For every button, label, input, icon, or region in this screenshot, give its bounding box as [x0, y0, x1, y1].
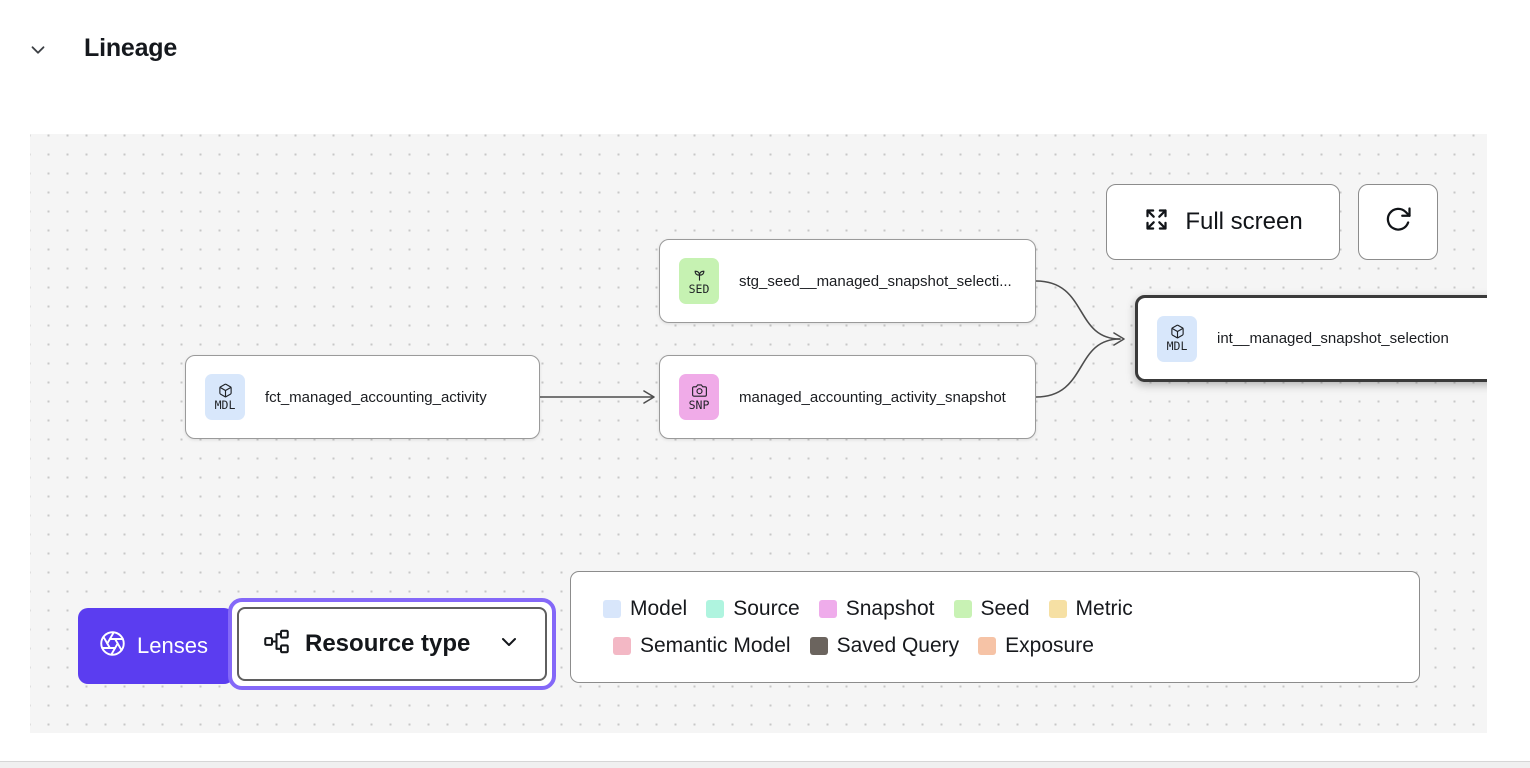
node-label: stg_seed__managed_snapshot_selecti...: [739, 273, 1012, 290]
snapshot-resource-badge: SNP: [679, 374, 719, 420]
refresh-button[interactable]: [1358, 184, 1438, 260]
resource-abbr: MDL: [215, 399, 236, 412]
legend-swatch: [706, 600, 724, 618]
legend-label: Source: [733, 597, 800, 621]
legend-row-2: Semantic Model Saved Query Exposure: [603, 634, 1387, 658]
model-resource-badge: MDL: [1157, 316, 1197, 362]
node-int-managed-snapshot-selection[interactable]: MDL int__managed_snapshot_selection: [1135, 295, 1487, 382]
resource-type-dropdown[interactable]: Resource type: [237, 607, 547, 681]
expand-arrows-icon: [1143, 206, 1170, 238]
node-label: int__managed_snapshot_selection: [1217, 330, 1449, 347]
aperture-icon: [99, 630, 126, 662]
legend-label: Saved Query: [837, 634, 960, 658]
edge-fct-to-snapshot-arrowhead: [644, 391, 654, 403]
fullscreen-button[interactable]: Full screen: [1106, 184, 1340, 260]
legend-swatch: [613, 637, 631, 655]
edge-seed-to-int: [1036, 281, 1120, 339]
resource-type-legend: Model Source Snapshot Seed Metric Semant…: [570, 571, 1420, 683]
camera-icon: [692, 383, 707, 398]
model-resource-badge: MDL: [205, 374, 245, 420]
resource-abbr: SNP: [689, 399, 710, 412]
legend-label: Metric: [1076, 597, 1133, 621]
legend-item-snapshot: Snapshot: [819, 597, 935, 621]
legend-item-metric: Metric: [1049, 597, 1133, 621]
chevron-down-icon[interactable]: [26, 38, 50, 62]
seed-resource-badge: SED: [679, 258, 719, 304]
legend-label: Snapshot: [846, 597, 935, 621]
node-label: managed_accounting_activity_snapshot: [739, 389, 1006, 406]
node-fct-managed-accounting-activity[interactable]: MDL fct_managed_accounting_activity: [185, 355, 540, 439]
edge-into-int-arrowhead: [1114, 333, 1124, 345]
resource-abbr: SED: [689, 283, 710, 296]
legend-label: Seed: [981, 597, 1030, 621]
legend-swatch: [954, 600, 972, 618]
legend-swatch: [1049, 600, 1067, 618]
legend-item-seed: Seed: [954, 597, 1030, 621]
refresh-icon: [1383, 205, 1413, 240]
cube-icon: [218, 383, 233, 398]
section-divider: [0, 761, 1530, 768]
legend-label: Model: [630, 597, 687, 621]
node-label: fct_managed_accounting_activity: [265, 389, 487, 406]
page-title: Lineage: [84, 34, 177, 63]
legend-item-saved-query: Saved Query: [810, 634, 960, 658]
seedling-icon: [692, 267, 707, 282]
lineage-canvas[interactable]: SED stg_seed__managed_snapshot_selecti..…: [30, 134, 1487, 733]
resource-type-focus-ring: Resource type: [228, 598, 556, 690]
cube-icon: [1170, 324, 1185, 339]
resource-type-label: Resource type: [305, 630, 482, 658]
lenses-button[interactable]: Lenses: [78, 608, 234, 684]
hierarchy-icon: [263, 628, 290, 660]
legend-label: Exposure: [1005, 634, 1094, 658]
resource-abbr: MDL: [1167, 340, 1188, 353]
legend-item-exposure: Exposure: [978, 634, 1094, 658]
legend-item-semantic-model: Semantic Model: [613, 634, 791, 658]
legend-item-source: Source: [706, 597, 800, 621]
fullscreen-label: Full screen: [1185, 208, 1302, 236]
lineage-header: Lineage: [0, 0, 1530, 100]
lenses-label: Lenses: [137, 633, 208, 659]
node-managed-accounting-activity-snapshot[interactable]: SNP managed_accounting_activity_snapshot: [659, 355, 1036, 439]
legend-swatch: [819, 600, 837, 618]
legend-swatch: [978, 637, 996, 655]
legend-label: Semantic Model: [640, 634, 791, 658]
legend-row-1: Model Source Snapshot Seed Metric: [603, 597, 1387, 621]
legend-swatch: [603, 600, 621, 618]
legend-item-model: Model: [603, 597, 687, 621]
chevron-down-icon: [497, 630, 521, 659]
edge-snapshot-to-int: [1036, 339, 1120, 397]
node-stg-seed-managed-snapshot-selection[interactable]: SED stg_seed__managed_snapshot_selecti..…: [659, 239, 1036, 323]
legend-swatch: [810, 637, 828, 655]
